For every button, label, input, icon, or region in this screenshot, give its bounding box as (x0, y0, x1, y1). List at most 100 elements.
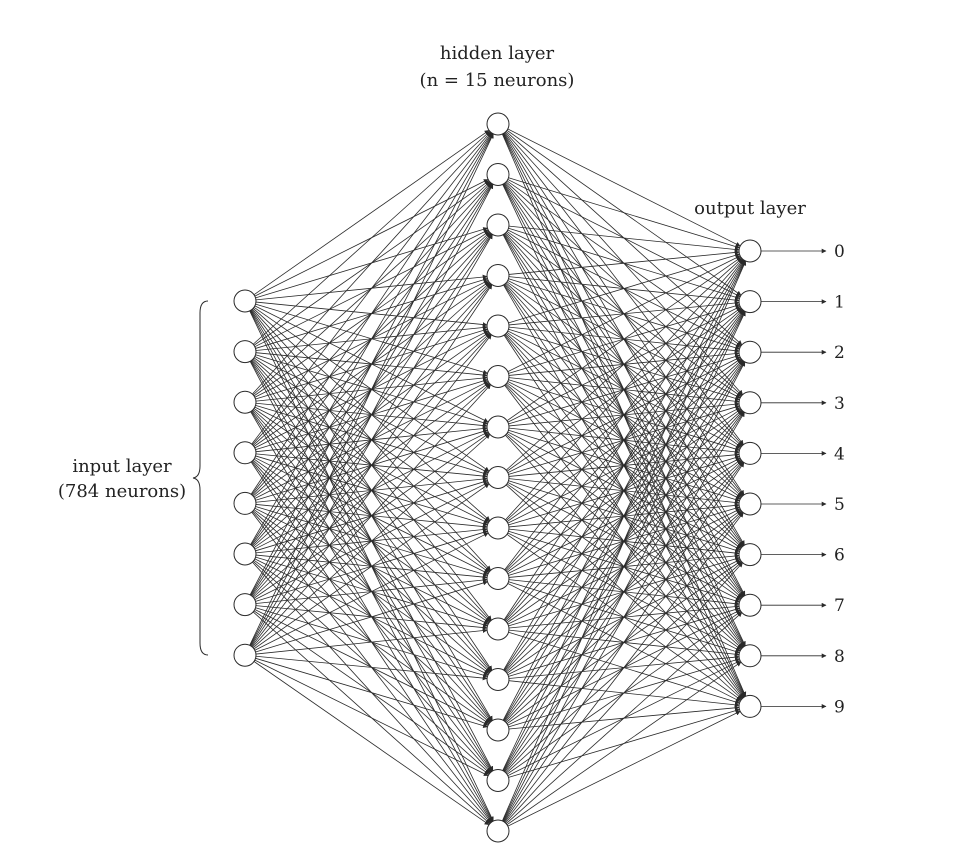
edge-input-7-hidden-14 (253, 661, 490, 826)
output-label-6: 6 (834, 546, 845, 566)
output-layer-title: output layer (694, 198, 806, 219)
output-neuron-2 (738, 340, 762, 364)
output-neuron-7 (738, 593, 762, 617)
edge-hidden-12-output-0 (502, 260, 746, 721)
output-label-7: 7 (834, 596, 845, 616)
edge-input-7-hidden-8 (254, 532, 489, 651)
edge-input-7-hidden-11 (255, 655, 488, 681)
edge-hidden-11-output-0 (503, 260, 745, 671)
edge-input-7-hidden-0 (249, 133, 494, 646)
edge-hidden-13-output-0 (502, 260, 746, 771)
input-neuron-3 (233, 441, 257, 465)
hidden-neuron-5 (486, 365, 510, 388)
hidden-neuron-0 (486, 112, 510, 136)
edge-hidden-4-output-0 (508, 253, 740, 324)
output-label-2: 2 (834, 343, 845, 363)
input-layer-subtitle: (784 neurons) (58, 481, 186, 502)
input-layer-title: input layer (72, 456, 172, 477)
edge-hidden-2-output-0 (508, 225, 740, 252)
edge-hidden-14-output-2 (502, 361, 746, 822)
hidden-neuron-8 (486, 516, 510, 540)
edge-input-2-hidden-0 (252, 131, 491, 395)
hidden-neuron-4 (486, 314, 510, 338)
hidden-neuron-3 (486, 264, 510, 287)
hidden-neuron-6 (486, 415, 510, 439)
edge-hidden-14-output-4 (503, 462, 745, 823)
output-neuron-1 (738, 290, 762, 314)
output-neuron-8 (738, 644, 762, 668)
hidden-neuron-9 (486, 567, 510, 590)
output-label-1: 1 (834, 293, 845, 313)
hidden-neuron-10 (486, 617, 510, 641)
edge-hidden-14-output-9 (507, 710, 741, 827)
output-label-3: 3 (834, 394, 845, 414)
output-neuron-5 (738, 492, 762, 516)
edge-input-4-hidden-0 (250, 132, 493, 495)
hidden-neuron-7 (486, 466, 510, 489)
edge-input-5-hidden-0 (250, 133, 493, 545)
edge-input-7-hidden-9 (255, 580, 488, 653)
hidden-layer-subtitle: (n = 15 neurons) (420, 70, 575, 91)
output-label-4: 4 (834, 444, 845, 464)
output-arrows (761, 248, 827, 709)
edge-hidden-14-output-3 (503, 411, 745, 822)
input-neuron-0 (233, 289, 257, 313)
output-label-8: 8 (834, 647, 845, 667)
edge-hidden-8-output-0 (505, 258, 743, 521)
output-neuron-9 (738, 694, 762, 718)
edge-hidden-14-output-0 (502, 260, 747, 822)
output-labels: 0 1 2 3 4 5 6 7 8 9 (834, 242, 845, 717)
edge-input-7-hidden-3 (250, 284, 493, 647)
edge-hidden-14-output-6 (505, 562, 743, 824)
input-neuron-7 (233, 643, 257, 667)
neurons (233, 112, 762, 843)
input-neuron-2 (233, 390, 257, 414)
edge-input-7-hidden-12 (255, 657, 488, 728)
edge-hidden-6-output-0 (506, 256, 742, 422)
edge-hidden-14-output-8 (506, 661, 742, 826)
edge-input-7-hidden-2 (250, 234, 493, 646)
edge-input-7-hidden-13 (254, 659, 489, 776)
output-neuron-3 (738, 391, 762, 415)
input-layer-brace (192, 300, 209, 656)
edge-input-7-hidden-6 (252, 434, 491, 649)
edge-input-7-hidden-5 (252, 384, 491, 648)
edge-hidden-9-output-0 (504, 259, 744, 571)
hidden-neuron-11 (486, 668, 510, 691)
edge-hidden-14-output-7 (505, 612, 743, 824)
output-neuron-6 (738, 543, 762, 567)
edge-input-7-hidden-4 (251, 334, 492, 647)
hidden-layer-title: hidden layer (440, 43, 555, 64)
edge-input-6-hidden-0 (249, 133, 494, 596)
output-label-0: 0 (834, 242, 845, 262)
edge-input-7-hidden-1 (249, 183, 494, 646)
input-neuron-4 (233, 491, 257, 515)
hidden-neuron-2 (486, 213, 510, 237)
input-neuron-6 (233, 593, 257, 617)
edge-input-7-hidden-10 (255, 628, 488, 655)
hidden-neuron-1 (486, 163, 510, 186)
edge-input-3-hidden-0 (251, 132, 492, 445)
edge-hidden-3-output-0 (508, 250, 740, 275)
connections (249, 128, 747, 827)
hidden-neuron-12 (486, 718, 510, 742)
output-neuron-4 (738, 441, 762, 465)
input-neuron-1 (233, 340, 257, 364)
edge-hidden-14-output-5 (504, 512, 744, 823)
input-neuron-5 (233, 542, 257, 566)
edge-hidden-1-output-0 (508, 177, 740, 249)
edge-input-1-hidden-0 (252, 131, 491, 345)
edge-hidden-0-output-0 (507, 128, 741, 247)
edge-hidden-5-output-0 (507, 255, 741, 372)
edge-hidden-7-output-0 (505, 258, 743, 471)
edge-hidden-14-output-1 (502, 311, 746, 822)
output-label-9: 9 (834, 697, 845, 717)
hidden-neuron-13 (486, 769, 510, 792)
edge-input-0-hidden-0 (253, 129, 490, 296)
edge-input-7-hidden-7 (253, 483, 490, 650)
output-label-5: 5 (834, 495, 845, 515)
output-neuron-0 (738, 239, 762, 263)
hidden-neuron-14 (486, 819, 510, 843)
edge-hidden-10-output-0 (503, 259, 745, 621)
